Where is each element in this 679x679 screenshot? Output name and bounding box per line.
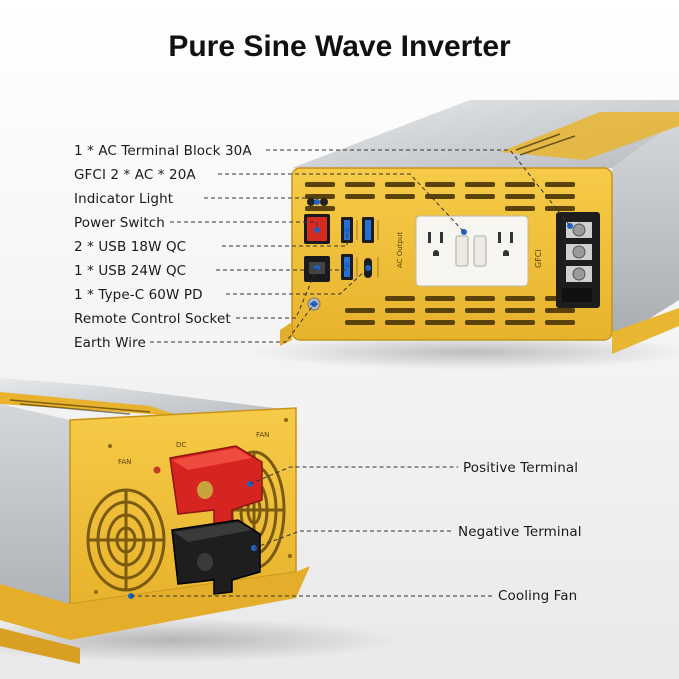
top-sticker-text-strokes — [515, 133, 576, 156]
label-usb-18w: 2 * USB 18W QC — [74, 239, 187, 255]
label-positive-terminal: Positive Terminal — [463, 460, 579, 476]
gfci-text: GFCI — [534, 249, 543, 268]
rear-inverter: AC Output GFCI — [150, 100, 679, 370]
dc-text: DC — [176, 441, 186, 449]
label-gfci-outlet: GFCI 2 * AC * 20A — [74, 167, 196, 183]
label-cooling-fan: Cooling Fan — [498, 588, 578, 604]
cooling-fan-left — [86, 488, 166, 592]
negative-terminal — [171, 519, 261, 595]
label-negative-terminal: Negative Terminal — [458, 524, 582, 540]
label-remote-socket: Remote Control Socket — [74, 311, 231, 327]
label-earth-wire: Earth Wire — [74, 335, 146, 351]
rear-callout-lines — [150, 149, 571, 343]
dc-callout-lines — [131, 466, 492, 597]
fan-left-text: FAN — [118, 458, 131, 466]
label-indicator-light: Indicator Light — [74, 191, 174, 207]
rear-vents-bottom — [345, 296, 575, 325]
ac-output-text: AC Output — [396, 232, 404, 268]
rear-vents-top — [305, 182, 575, 211]
positive-terminal — [169, 445, 263, 525]
rear-callout-dots — [311, 199, 573, 307]
ac-terminal-block — [556, 212, 600, 308]
dc-indicator-light — [153, 466, 161, 474]
label-ac-terminal-block: 1 * AC Terminal Block 30A — [74, 143, 252, 159]
gfci-outlet — [415, 215, 529, 287]
page-title: Pure Sine Wave Inverter — [168, 30, 511, 63]
label-usb-24w: 1 * USB 24W QC — [74, 263, 187, 279]
label-power-switch: Power Switch — [74, 215, 165, 231]
dc-inverter: FAN FAN DC — [0, 378, 492, 664]
fan-right-text: FAN — [256, 431, 269, 439]
indicator-light — [307, 198, 328, 206]
label-type-c: 1 * Type-C 60W PD — [74, 287, 203, 303]
